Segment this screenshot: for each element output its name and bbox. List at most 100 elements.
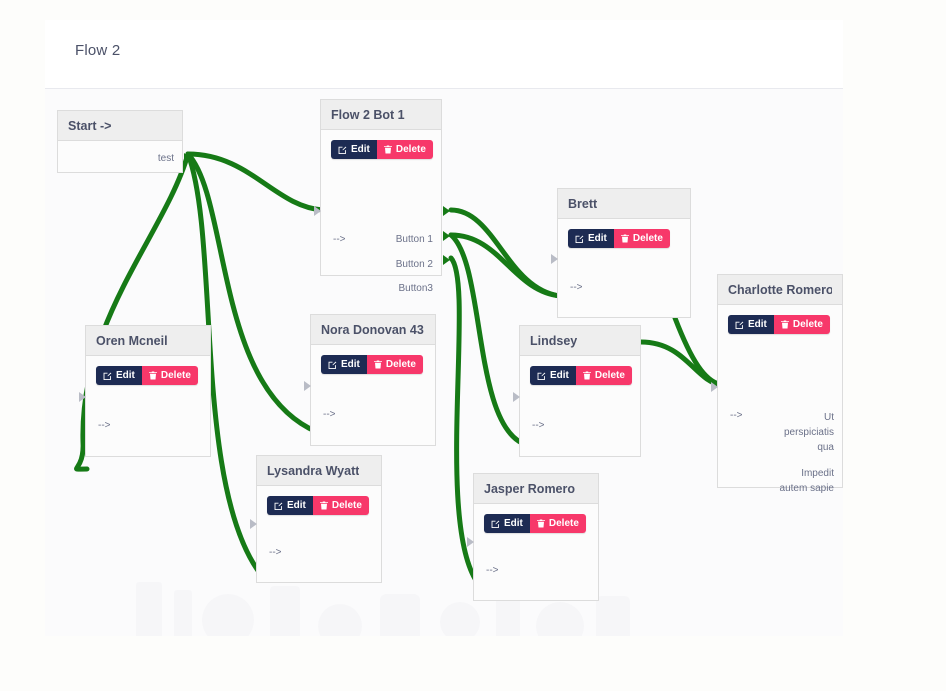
node-title: Lindsey: [530, 333, 578, 348]
delete-button[interactable]: Delete: [613, 229, 670, 248]
page-title: Flow 2: [75, 42, 121, 59]
node-actions: Edit Delete: [568, 229, 670, 248]
delete-button[interactable]: Delete: [575, 366, 632, 385]
edit-button[interactable]: Edit: [728, 315, 774, 334]
input-connector-icon[interactable]: [314, 206, 321, 216]
edit-button-label: Edit: [588, 233, 607, 244]
node-body: Edit Delete -->: [311, 345, 435, 445]
output-port-button-2[interactable]: Button 2: [395, 259, 433, 270]
node-lindsey[interactable]: Lindsey Edit Delete: [513, 325, 641, 457]
input-port[interactable]: -->: [269, 547, 282, 558]
input-connector-icon[interactable]: [551, 254, 558, 264]
node-body: Edit Delete -->: [474, 504, 598, 600]
output-port-button-3[interactable]: Button3: [398, 283, 433, 294]
node-body: Edit Delete --> Ut perspiciatis qua Impe…: [718, 305, 842, 494]
delete-button[interactable]: Delete: [141, 366, 198, 385]
input-port[interactable]: -->: [570, 282, 583, 293]
node-body: Edit Delete -->: [558, 219, 690, 317]
delete-button-label: Delete: [548, 518, 579, 529]
delete-button[interactable]: Delete: [529, 514, 586, 533]
node-title: Start ->: [68, 118, 112, 133]
input-connector-icon[interactable]: [513, 392, 520, 402]
input-port[interactable]: -->: [486, 565, 499, 576]
node-charlotte-romero[interactable]: Charlotte Romero Edit D: [711, 274, 843, 494]
node-body: Edit Delete -->: [257, 486, 381, 582]
delete-button[interactable]: Delete: [376, 140, 433, 159]
edit-button-label: Edit: [504, 518, 523, 529]
edit-button[interactable]: Edit: [530, 366, 576, 385]
trash-icon: [582, 371, 591, 380]
node-oren-mcneil[interactable]: Oren Mcneil Edit Delete: [79, 325, 211, 457]
node-header: Lindsey: [520, 326, 640, 356]
node-nora-donovan-43[interactable]: Nora Donovan 43 Edit De: [304, 314, 436, 446]
input-port[interactable]: -->: [323, 409, 336, 420]
edit-button-label: Edit: [116, 370, 135, 381]
output-port-button-1[interactable]: Button 1: [395, 234, 433, 245]
input-port[interactable]: -->: [333, 234, 346, 245]
trash-icon: [620, 234, 629, 243]
node-header: Start ->: [58, 111, 182, 141]
trash-icon: [319, 501, 328, 510]
edit-button[interactable]: Edit: [321, 355, 367, 374]
delete-button[interactable]: Delete: [773, 315, 830, 334]
node-actions: Edit Delete: [484, 514, 586, 533]
node-actions: Edit Delete: [96, 366, 198, 385]
output-connector-icon[interactable]: [443, 206, 450, 216]
input-port[interactable]: -->: [98, 420, 111, 431]
node-body: Edit Delete -->: [520, 356, 640, 456]
output-port-test[interactable]: test: [157, 153, 174, 164]
input-connector-icon[interactable]: [467, 537, 474, 547]
output-port-ut-perspiciatis-qua[interactable]: Ut perspiciatis qua: [783, 412, 834, 453]
input-connector-icon[interactable]: [79, 392, 86, 402]
input-connector-icon[interactable]: [250, 519, 257, 529]
node-title: Jasper Romero: [484, 481, 576, 496]
node-lysandra-wyatt[interactable]: Lysandra Wyatt Edit Del: [250, 455, 382, 583]
input-connector-icon[interactable]: [711, 382, 718, 392]
input-port[interactable]: -->: [730, 410, 743, 421]
node-start[interactable]: Start -> test: [57, 110, 191, 173]
edit-button-label: Edit: [351, 144, 370, 155]
node-jasper-romero[interactable]: Jasper Romero Edit Dele: [467, 473, 599, 601]
edit-button[interactable]: Edit: [267, 496, 313, 515]
output-connector-icon[interactable]: [443, 255, 450, 265]
pencil-square-icon: [103, 372, 112, 380]
delete-button-label: Delete: [594, 370, 625, 381]
delete-button[interactable]: Delete: [312, 496, 369, 515]
node-title: Brett: [568, 196, 598, 211]
delete-button-label: Delete: [331, 500, 362, 511]
input-port[interactable]: -->: [532, 420, 545, 431]
node-flow-2-bot-1[interactable]: Flow 2 Bot 1 Edit Delet: [314, 99, 450, 294]
node-title: Charlotte Romero: [728, 282, 832, 297]
flow-canvas[interactable]: Start -> test Flow 2 Bot 1 Edit: [45, 89, 843, 636]
edit-button[interactable]: Edit: [331, 140, 377, 159]
node-actions: Edit Delete: [267, 496, 369, 515]
node-body: Edit Delete --> Button 1 Button 2 Button…: [321, 130, 441, 294]
node-body: Edit Delete -->: [86, 356, 210, 456]
output-port-impedit-autem-sapie[interactable]: Impedit autem sapie: [779, 468, 834, 494]
node-header: Flow 2 Bot 1: [321, 100, 441, 130]
delete-button[interactable]: Delete: [366, 355, 423, 374]
output-connector-icon[interactable]: [443, 231, 450, 241]
edit-button[interactable]: Edit: [484, 514, 530, 533]
delete-button-label: Delete: [632, 233, 663, 244]
edit-button-label: Edit: [287, 500, 306, 511]
trash-icon: [536, 519, 545, 528]
edit-button[interactable]: Edit: [568, 229, 614, 248]
edit-button-label: Edit: [550, 370, 569, 381]
trash-icon: [383, 145, 392, 154]
pencil-square-icon: [274, 502, 283, 510]
trash-icon: [780, 320, 789, 329]
node-header: Nora Donovan 43: [311, 315, 435, 345]
delete-button-label: Delete: [385, 359, 416, 370]
delete-button-label: Delete: [792, 319, 823, 330]
output-connector-icon[interactable]: [184, 153, 191, 163]
pencil-square-icon: [735, 321, 744, 329]
node-brett[interactable]: Brett Edit Delete: [551, 188, 691, 318]
edit-button[interactable]: Edit: [96, 366, 142, 385]
node-actions: Edit Delete: [321, 355, 423, 374]
page-header: Flow 2: [45, 20, 843, 88]
node-header: Charlotte Romero: [718, 275, 842, 305]
header-divider: [45, 88, 843, 89]
node-title: Oren Mcneil: [96, 333, 168, 348]
input-connector-icon[interactable]: [304, 381, 311, 391]
